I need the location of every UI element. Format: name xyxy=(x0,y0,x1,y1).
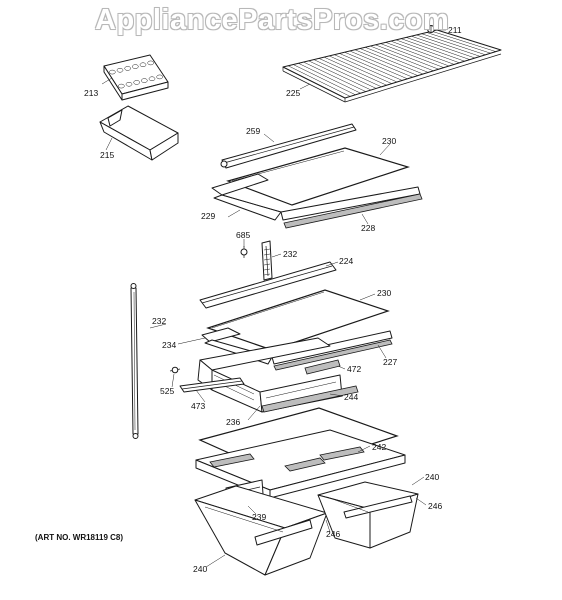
part-drawer-frame xyxy=(197,337,359,413)
part-crisper-drawer-left xyxy=(194,485,328,576)
callout-230-upper: 230 xyxy=(382,136,396,146)
callout-473: 473 xyxy=(191,401,205,411)
part-dairy-bin xyxy=(99,105,179,161)
callout-234: 234 xyxy=(162,340,176,350)
part-shelf-rear-trim xyxy=(283,193,423,229)
part-glass-shelf-middle xyxy=(206,289,390,351)
part-shelf-bracket-center xyxy=(261,240,273,281)
callout-232-rail: 232 xyxy=(152,316,166,326)
part-shelf-front-trim-middle xyxy=(199,261,337,309)
part-screw-lower xyxy=(169,366,181,374)
callout-236: 236 xyxy=(226,417,240,427)
callout-246-left: 246 xyxy=(326,529,340,539)
callout-525: 525 xyxy=(160,386,174,396)
part-shelf-end-cap xyxy=(427,25,435,33)
part-wire-shelf xyxy=(282,29,502,103)
art-number: (ART NO. WR18119 C8) xyxy=(35,533,124,542)
part-side-rail xyxy=(130,283,139,439)
watermark: AppliancePartsPros.com xyxy=(95,4,450,36)
callout-242: 242 xyxy=(372,442,386,452)
callout-228: 228 xyxy=(361,223,375,233)
part-screw-upper xyxy=(240,246,248,258)
part-drawer-slide xyxy=(179,377,245,393)
part-shelf-front-trim xyxy=(220,123,357,169)
callout-246-right: 246 xyxy=(428,501,442,511)
callout-230-middle: 230 xyxy=(377,288,391,298)
callout-685: 685 xyxy=(236,230,250,240)
callout-232-bracket: 232 xyxy=(283,249,297,259)
callout-259: 259 xyxy=(246,126,260,136)
callout-215: 215 xyxy=(100,150,114,160)
callout-213: 213 xyxy=(84,88,98,98)
callout-leaders xyxy=(101,29,446,568)
callout-244: 244 xyxy=(344,392,358,402)
callout-224: 224 xyxy=(339,256,353,266)
callout-239: 239 xyxy=(252,512,266,522)
part-egg-tray xyxy=(103,54,169,101)
callout-225: 225 xyxy=(286,88,300,98)
part-crisper-drawer-right xyxy=(317,481,419,549)
callout-labels: 211 213 225 215 259 230 229 228 685 232 … xyxy=(84,25,462,574)
callout-211: 211 xyxy=(448,25,462,35)
callout-240-right: 240 xyxy=(425,472,439,482)
callout-229: 229 xyxy=(201,211,215,221)
callout-227: 227 xyxy=(383,357,397,367)
callout-472: 472 xyxy=(347,364,361,374)
callout-240-left: 240 xyxy=(193,564,207,574)
